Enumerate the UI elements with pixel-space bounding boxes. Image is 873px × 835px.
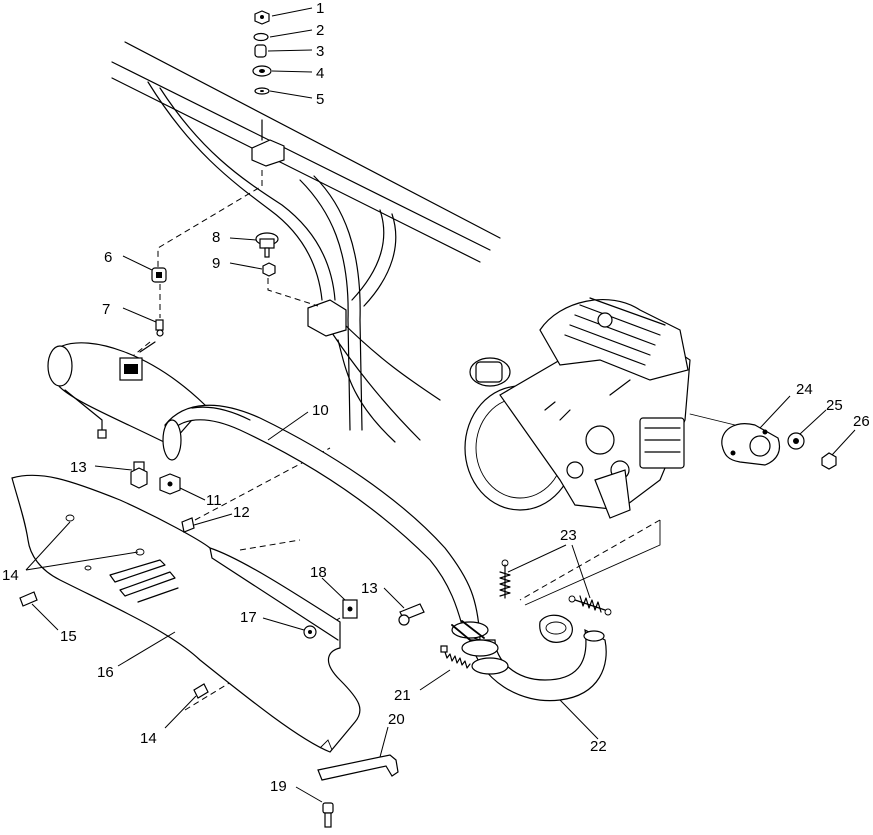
callout-25: 25 [826, 397, 843, 414]
callout-16: 16 [97, 664, 114, 681]
exhaust-pipe-part-22 [469, 628, 607, 702]
bolt-part-7 [155, 319, 164, 337]
spacer-part-3 [254, 44, 267, 58]
engine-assembly [464, 297, 691, 519]
callout-labels: 1 2 3 4 5 6 7 8 9 10 11 12 13 13 14 14 1… [2, 0, 870, 795]
callout-22: 22 [590, 738, 607, 755]
callout-6: 6 [104, 249, 112, 266]
washer-part-2 [253, 32, 269, 42]
callout-26: 26 [853, 413, 870, 430]
nut-part-26 [821, 452, 837, 470]
callout-24: 24 [796, 381, 813, 398]
clip-part-18 [342, 599, 358, 619]
exhaust-gasket-part-24 [721, 423, 781, 466]
callout-1: 1 [316, 0, 324, 17]
callout-19: 19 [270, 778, 287, 795]
screw-part-14-lower [193, 683, 209, 699]
leader-lines [25, 7, 856, 803]
callout-13-upper: 13 [70, 459, 87, 476]
callout-14-lower: 14 [140, 730, 157, 747]
frame-rails [111, 41, 501, 443]
bracket-part-20 [317, 739, 399, 781]
nut-part-17 [303, 625, 317, 639]
callout-14-left: 14 [2, 567, 19, 584]
callout-9: 9 [212, 255, 220, 272]
lower-frame-bracket [307, 299, 347, 337]
callout-17: 17 [240, 609, 257, 626]
spring-part-23-left [499, 559, 511, 599]
callout-4: 4 [316, 65, 324, 82]
callout-2: 2 [316, 22, 324, 39]
pipe-clamp [451, 620, 509, 675]
washer-part-25 [787, 432, 805, 450]
upper-frame-bracket [251, 119, 285, 167]
callout-21: 21 [394, 687, 411, 704]
callout-3: 3 [316, 43, 324, 60]
clip-part-12 [181, 517, 195, 533]
callout-5: 5 [316, 91, 324, 108]
washer-part-5 [254, 87, 270, 95]
callout-7: 7 [102, 301, 110, 318]
muffler-body [47, 341, 206, 446]
screw-part-15 [19, 591, 38, 607]
callout-10: 10 [312, 402, 329, 419]
callout-13-lower: 13 [361, 580, 378, 597]
screw-part-19 [322, 802, 334, 828]
nut-part-11 [159, 473, 181, 495]
callout-18: 18 [310, 564, 327, 581]
callout-15: 15 [60, 628, 77, 645]
callout-11: 11 [206, 492, 222, 509]
grommet-part-4 [252, 65, 272, 77]
callout-12: 12 [233, 504, 250, 521]
callout-8: 8 [212, 229, 220, 246]
grommet-part-6 [151, 267, 167, 283]
spring-part-21 [440, 645, 471, 669]
spring-part-23-right [568, 595, 612, 616]
nut-part-9 [262, 262, 276, 277]
bolt-part-13-lower [398, 603, 425, 626]
clamp-part-22-ring [539, 614, 573, 643]
callout-20: 20 [388, 711, 405, 728]
nut-part-1 [254, 10, 270, 25]
callout-23: 23 [560, 527, 577, 544]
heat-shield-part-16 [11, 474, 361, 753]
knob-part-8 [255, 232, 279, 258]
bolt-part-13-upper [130, 461, 148, 489]
